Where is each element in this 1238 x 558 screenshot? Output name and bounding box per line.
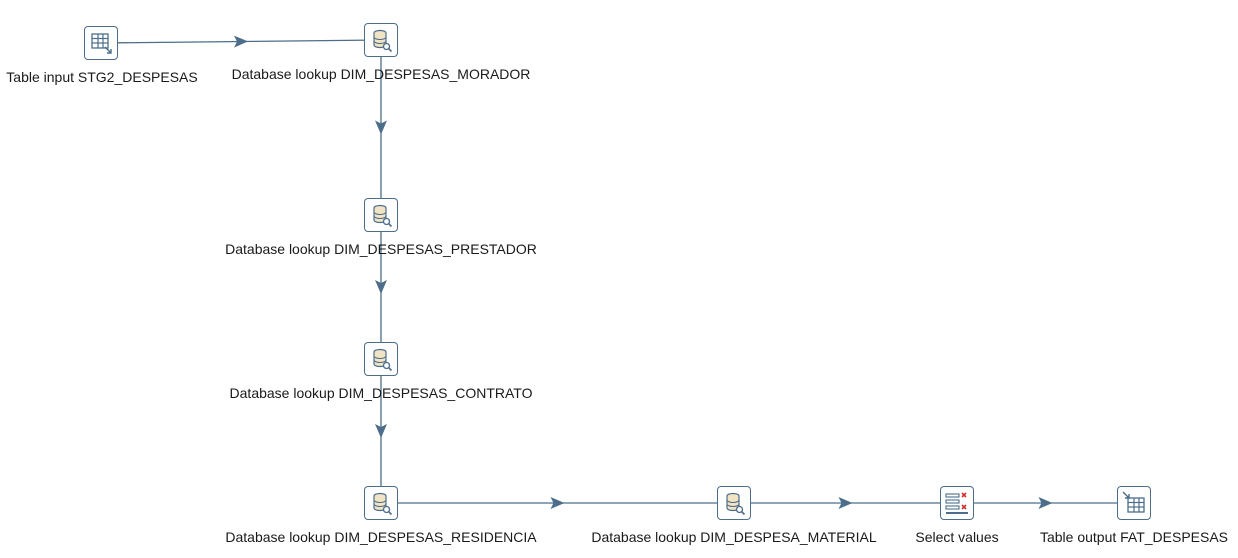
- select-values-icon: [945, 492, 968, 514]
- step-label-lookup-material: Database lookup DIM_DESPESA_MATERIAL: [591, 529, 877, 545]
- step-label-lookup-morador: Database lookup DIM_DESPESAS_MORADOR: [231, 66, 531, 82]
- step-label-table-output: Table output FAT_DESPESAS: [1039, 529, 1229, 545]
- step-label-lookup-contrato: Database lookup DIM_DESPESAS_CONTRATO: [229, 385, 533, 401]
- step-table-input[interactable]: [84, 26, 118, 60]
- table-output-icon: [1122, 491, 1145, 513]
- hop-arrowhead-icon: [233, 35, 248, 48]
- step-lookup-contrato[interactable]: [364, 342, 398, 376]
- hop-arrowhead-icon: [375, 280, 387, 294]
- step-label-lookup-residencia: Database lookup DIM_DESPESAS_RESIDENCIA: [225, 529, 537, 545]
- database-lookup-icon: [373, 204, 393, 228]
- database-lookup-icon: [373, 348, 393, 372]
- step-label-lookup-prestador: Database lookup DIM_DESPESAS_PRESTADOR: [225, 241, 537, 257]
- database-lookup-icon: [373, 29, 393, 53]
- hop-lookup-contrato-to-lookup-residencia[interactable]: [375, 359, 387, 503]
- step-table-output[interactable]: [1117, 486, 1151, 520]
- hop-arrowhead-icon: [375, 120, 387, 135]
- step-lookup-prestador[interactable]: [364, 198, 398, 232]
- hop-lookup-material-to-select-values[interactable]: [734, 497, 957, 509]
- table-input-icon: [91, 33, 112, 54]
- hop-select-values-to-table-output[interactable]: [957, 497, 1134, 509]
- step-lookup-residencia[interactable]: [364, 486, 398, 520]
- hop-table-input-to-lookup-morador[interactable]: [100, 35, 382, 48]
- hop-arrowhead-icon: [550, 497, 565, 509]
- step-lookup-morador[interactable]: [364, 23, 398, 57]
- step-select-values[interactable]: [940, 486, 974, 520]
- database-lookup-icon: [726, 492, 746, 516]
- hop-arrowhead-icon: [1038, 497, 1053, 509]
- database-lookup-icon: [373, 492, 393, 516]
- hop-lookup-residencia-to-lookup-material[interactable]: [381, 497, 734, 509]
- hop-lookup-prestador-to-lookup-contrato[interactable]: [375, 215, 387, 359]
- step-label-table-input: Table input STG2_DESPESAS: [6, 69, 198, 85]
- hop-arrowhead-icon: [838, 497, 853, 509]
- step-label-select-values: Select values: [915, 529, 999, 545]
- hop-arrowhead-icon: [375, 424, 387, 438]
- hop-lookup-morador-to-lookup-prestador[interactable]: [375, 40, 387, 215]
- step-lookup-material[interactable]: [717, 486, 751, 520]
